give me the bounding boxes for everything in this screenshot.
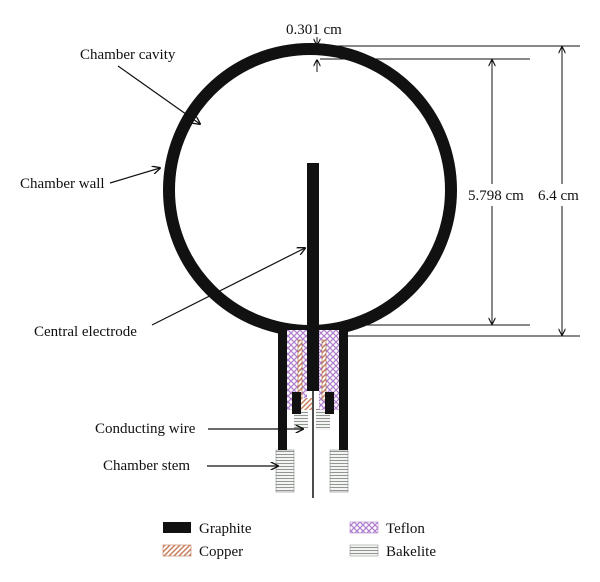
leader-arrows — [109, 65, 305, 466]
legend-swatch-copper — [162, 544, 192, 557]
legend-swatch-teflon — [349, 521, 379, 534]
legend-label-copper: Copper — [199, 544, 243, 560]
legend: Graphite Teflon Copper Bakelite — [162, 521, 436, 560]
dimension-lines — [310, 37, 580, 337]
legend-label-bakelite: Bakelite — [386, 544, 436, 560]
central-electrode-label: Central electrode — [34, 324, 137, 340]
stem-graphite-walls — [278, 328, 348, 450]
inner-diameter-label: 5.798 cm — [468, 188, 524, 204]
chamber-wall-label: Chamber wall — [20, 176, 105, 192]
chamber-stem-label: Chamber stem — [103, 458, 190, 474]
chamber-cavity-label: Chamber cavity — [80, 47, 176, 63]
conducting-wire-label: Conducting wire — [95, 421, 196, 437]
legend-swatch-graphite — [163, 522, 191, 533]
legend-label-graphite: Graphite — [199, 521, 252, 537]
central-electrode-shape — [307, 163, 319, 391]
legend-swatch-bakelite — [349, 544, 379, 557]
legend-label-teflon: Teflon — [386, 521, 425, 537]
outer-diameter-label: 6.4 cm — [538, 188, 579, 204]
wall-thickness-label: 0.301 cm — [286, 22, 342, 38]
